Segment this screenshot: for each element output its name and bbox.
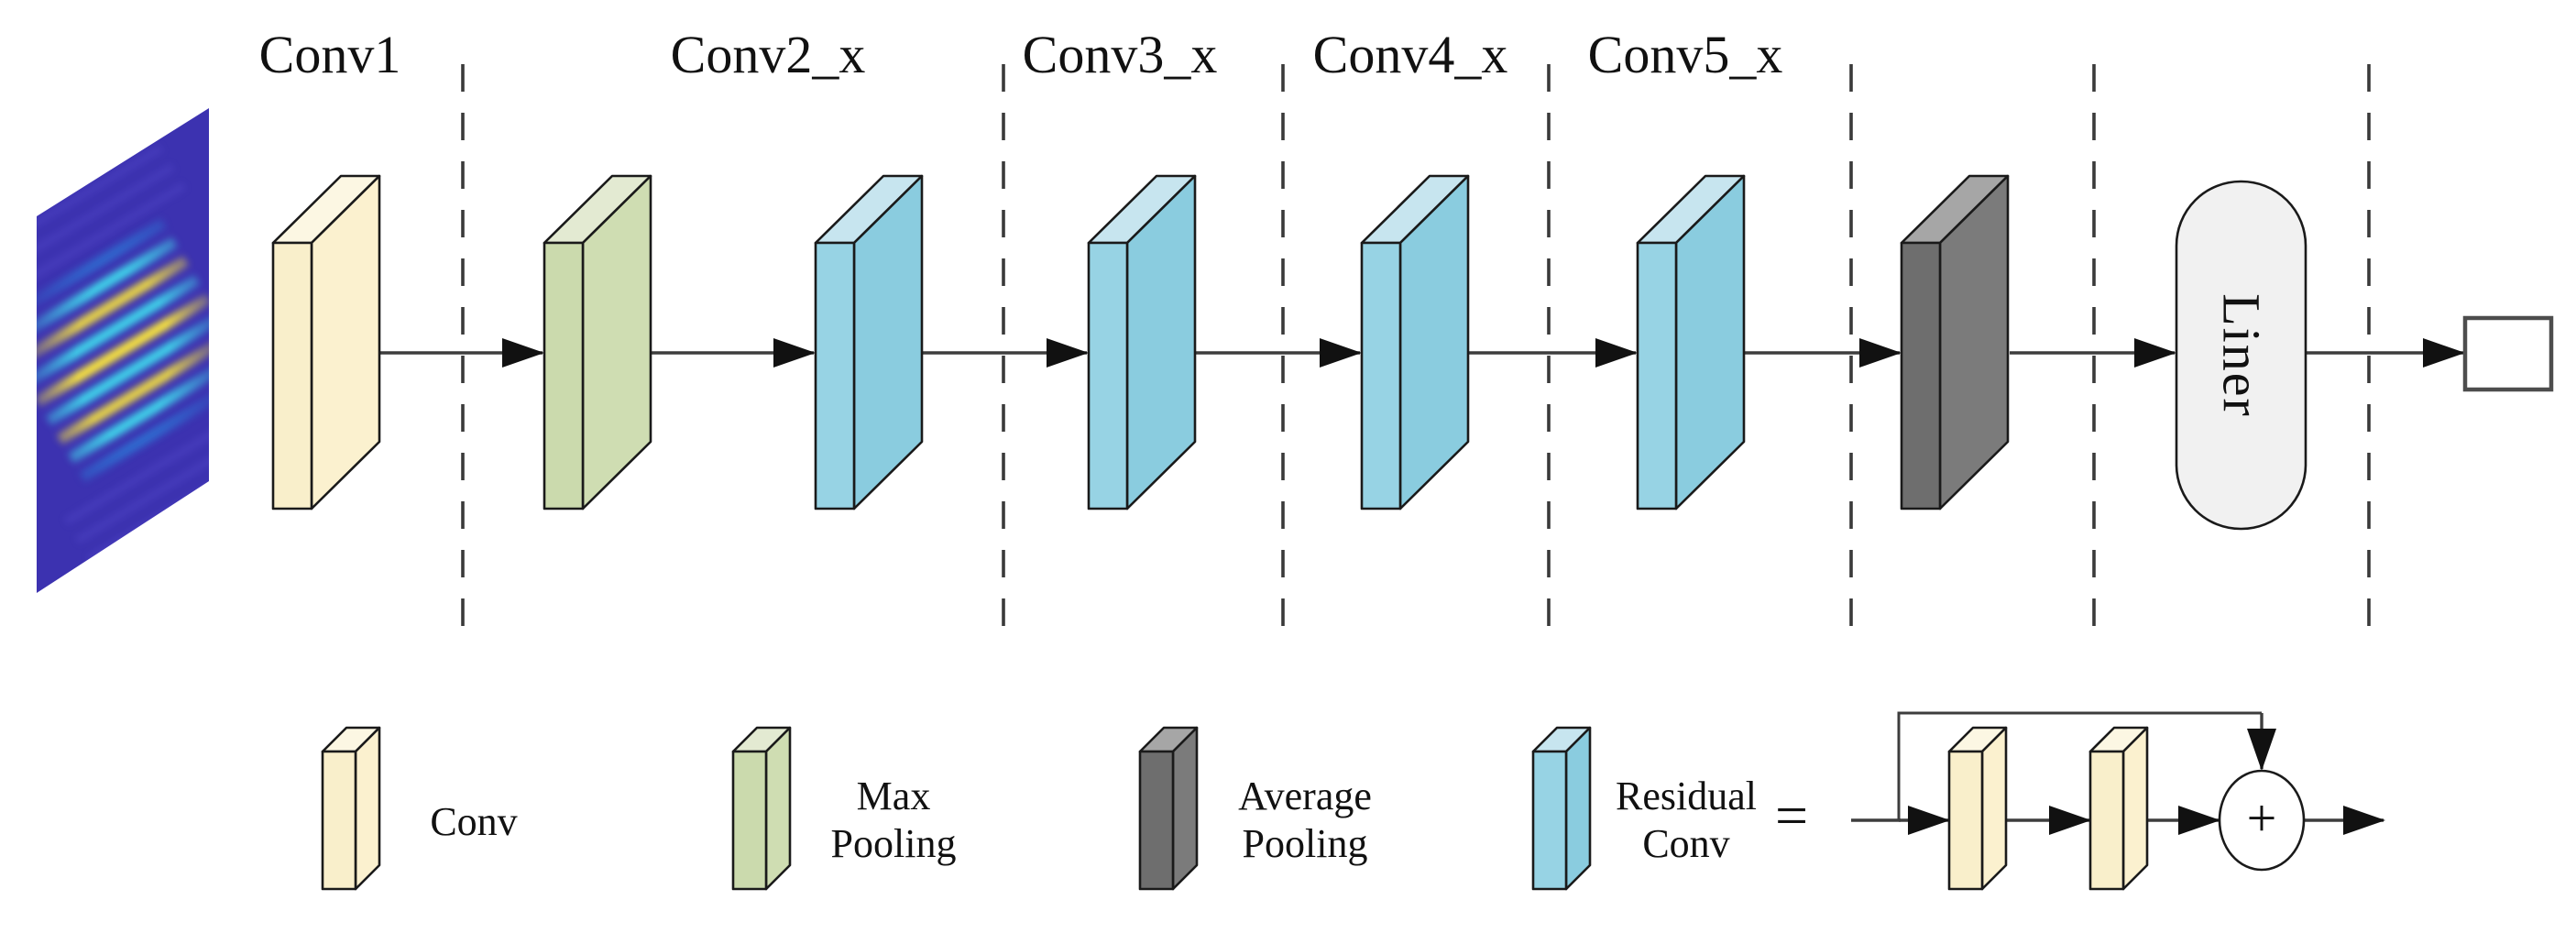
legend-label-line: Conv <box>1642 821 1730 866</box>
conv1-block <box>271 174 381 510</box>
stage-label-conv1: Conv1 <box>258 25 401 84</box>
residual-conv-block-2 <box>1087 174 1197 510</box>
residual-inner-conv-2 <box>2088 726 2149 891</box>
equals-sign: = <box>1774 783 1809 849</box>
legend-label-line: Residual <box>1616 774 1757 819</box>
average-pooling-block <box>1900 174 2010 510</box>
stage-label-conv3x: Conv3_x <box>1022 25 1218 84</box>
output-square <box>2462 315 2554 392</box>
plus-icon: + <box>2246 787 2277 848</box>
fringe-pattern <box>37 217 209 483</box>
stage-label-conv4x: Conv4_x <box>1312 25 1508 84</box>
residual-conv-block-3 <box>1360 174 1470 510</box>
legend-label-line: Pooling <box>1242 821 1368 866</box>
residual-inner-conv-1 <box>1947 726 2008 891</box>
stage-label-conv2x: Conv2_x <box>670 25 866 84</box>
residual-expansion-diagram <box>1851 711 2385 891</box>
skip-connection <box>1897 711 2262 820</box>
legend-residual-conv-block <box>1531 726 1592 891</box>
residual-conv-block-1 <box>814 174 924 510</box>
legend-average-pooling-block <box>1138 726 1199 891</box>
liner-label: Liner <box>2211 293 2272 418</box>
max-pooling-block <box>543 174 652 510</box>
residual-conv-block-4 <box>1636 174 1746 510</box>
legend-max-pooling-block <box>731 726 792 891</box>
liner-capsule <box>2175 180 2307 531</box>
legend-label-line: Max <box>856 774 931 819</box>
legend-label-line: Average <box>1238 774 1372 819</box>
legend-label-conv: Conv <box>430 799 518 845</box>
legend-conv-block <box>321 726 381 891</box>
legend-label-line: Pooling <box>830 821 957 866</box>
stage-label-conv5x: Conv5_x <box>1587 25 1783 84</box>
add-circle <box>2218 769 2306 872</box>
